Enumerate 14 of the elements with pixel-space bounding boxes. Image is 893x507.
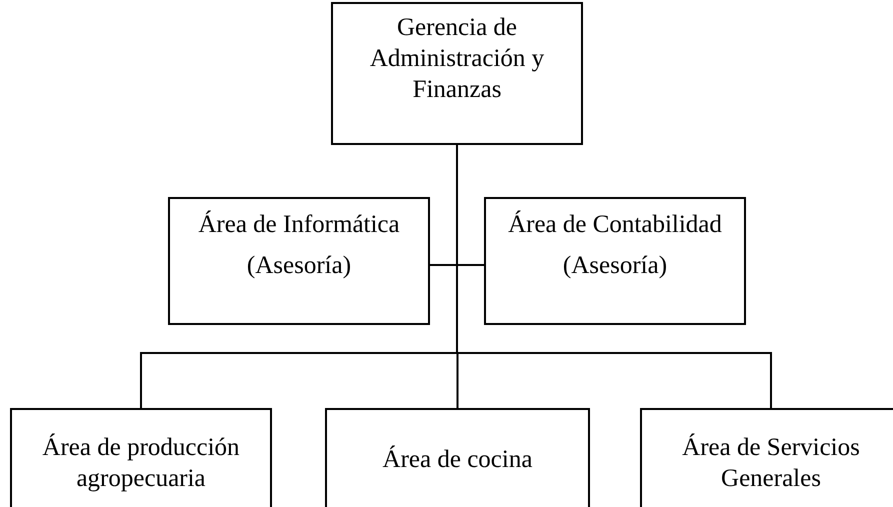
org-box [168, 197, 430, 325]
unit-note: (Asesoría) [562, 251, 668, 281]
unit-name: Gerencia de Administración y Finanzas [368, 13, 546, 105]
org-box [640, 408, 893, 507]
unit-name: Área de Servicios Generales [681, 432, 861, 494]
unit-name: Área de cocina [382, 444, 532, 474]
unit-name: Área de Contabilidad [508, 210, 722, 240]
unit-name: Área de producción agropecuaria [41, 432, 241, 494]
org-box [10, 408, 272, 507]
org-box [331, 2, 583, 145]
unit-note: (Asesoría) [246, 251, 352, 281]
org-box [484, 197, 746, 325]
org-box [325, 408, 590, 507]
unit-name: Área de Informática [198, 210, 400, 240]
